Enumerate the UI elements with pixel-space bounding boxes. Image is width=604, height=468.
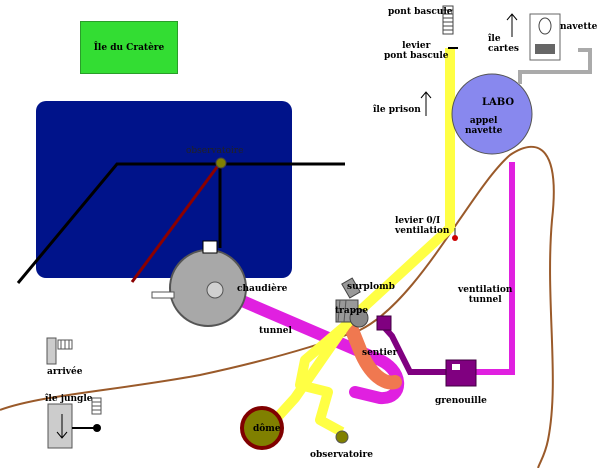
labo-circle[interactable] (451, 73, 533, 155)
main-yellow-path (348, 48, 455, 322)
grenouille-pipe (380, 323, 446, 375)
trappe-hatch[interactable] (335, 277, 369, 328)
tunnel-label: tunnel (259, 326, 292, 336)
observatory-top-marker[interactable] (215, 157, 227, 169)
navette-connector (518, 48, 592, 84)
navette-label: navette (560, 22, 598, 32)
observatoire-label: observatoire (310, 450, 373, 460)
shoreline (0, 145, 555, 468)
ile-jungle-label: île jungle (45, 394, 93, 404)
pont-bascule-label: pont bascule (388, 7, 453, 17)
down-arrow-icon (56, 414, 68, 439)
sentier-label: sentier (362, 348, 398, 358)
ile-cartes-label: île cartes (488, 34, 520, 54)
chaudiere-label: chaudière (237, 284, 288, 294)
dome-building[interactable] (240, 406, 284, 450)
dome-label: dôme (253, 424, 281, 434)
lever-icon[interactable] (452, 228, 458, 241)
observatoire-top-label: observatoire (186, 146, 244, 156)
ile-prison-label: île prison (373, 105, 421, 115)
yellow-path-branch (295, 322, 349, 437)
crater-area (36, 101, 292, 278)
ladder-icon (442, 5, 454, 35)
rail-line (16, 162, 345, 284)
up-arrow-icon (420, 91, 432, 116)
ventilation-pipe (476, 162, 515, 375)
purple-valve[interactable] (376, 315, 392, 331)
levier-ventilation-label: levier 0/I ventilation (395, 216, 450, 236)
ventilation-tunnel-label: ventilation tunnel (458, 285, 513, 305)
ile-jungle-structure[interactable] (47, 397, 102, 449)
sentier-path (345, 323, 402, 390)
arrivee-structure (46, 337, 73, 365)
grenouille-label: grenouille (435, 396, 487, 406)
observatory-beam (130, 162, 222, 283)
up-arrow-icon (506, 13, 518, 37)
arrivee-label: arrivée (47, 367, 83, 377)
appel-navette-label[interactable]: appel navette (465, 116, 503, 136)
shuttle-icon[interactable] (529, 13, 561, 61)
labo-label: LABO (482, 97, 515, 108)
trappe-label: trappe (335, 306, 369, 316)
grenouille-device[interactable] (445, 359, 477, 387)
observatoire-building[interactable] (335, 430, 349, 444)
surplomb-label: surplomb (347, 282, 395, 292)
chaudiere-boiler[interactable] (151, 240, 247, 327)
levier-pont-label: levier pont bascule (384, 41, 449, 61)
map-title: Île du Cratère (80, 21, 178, 74)
